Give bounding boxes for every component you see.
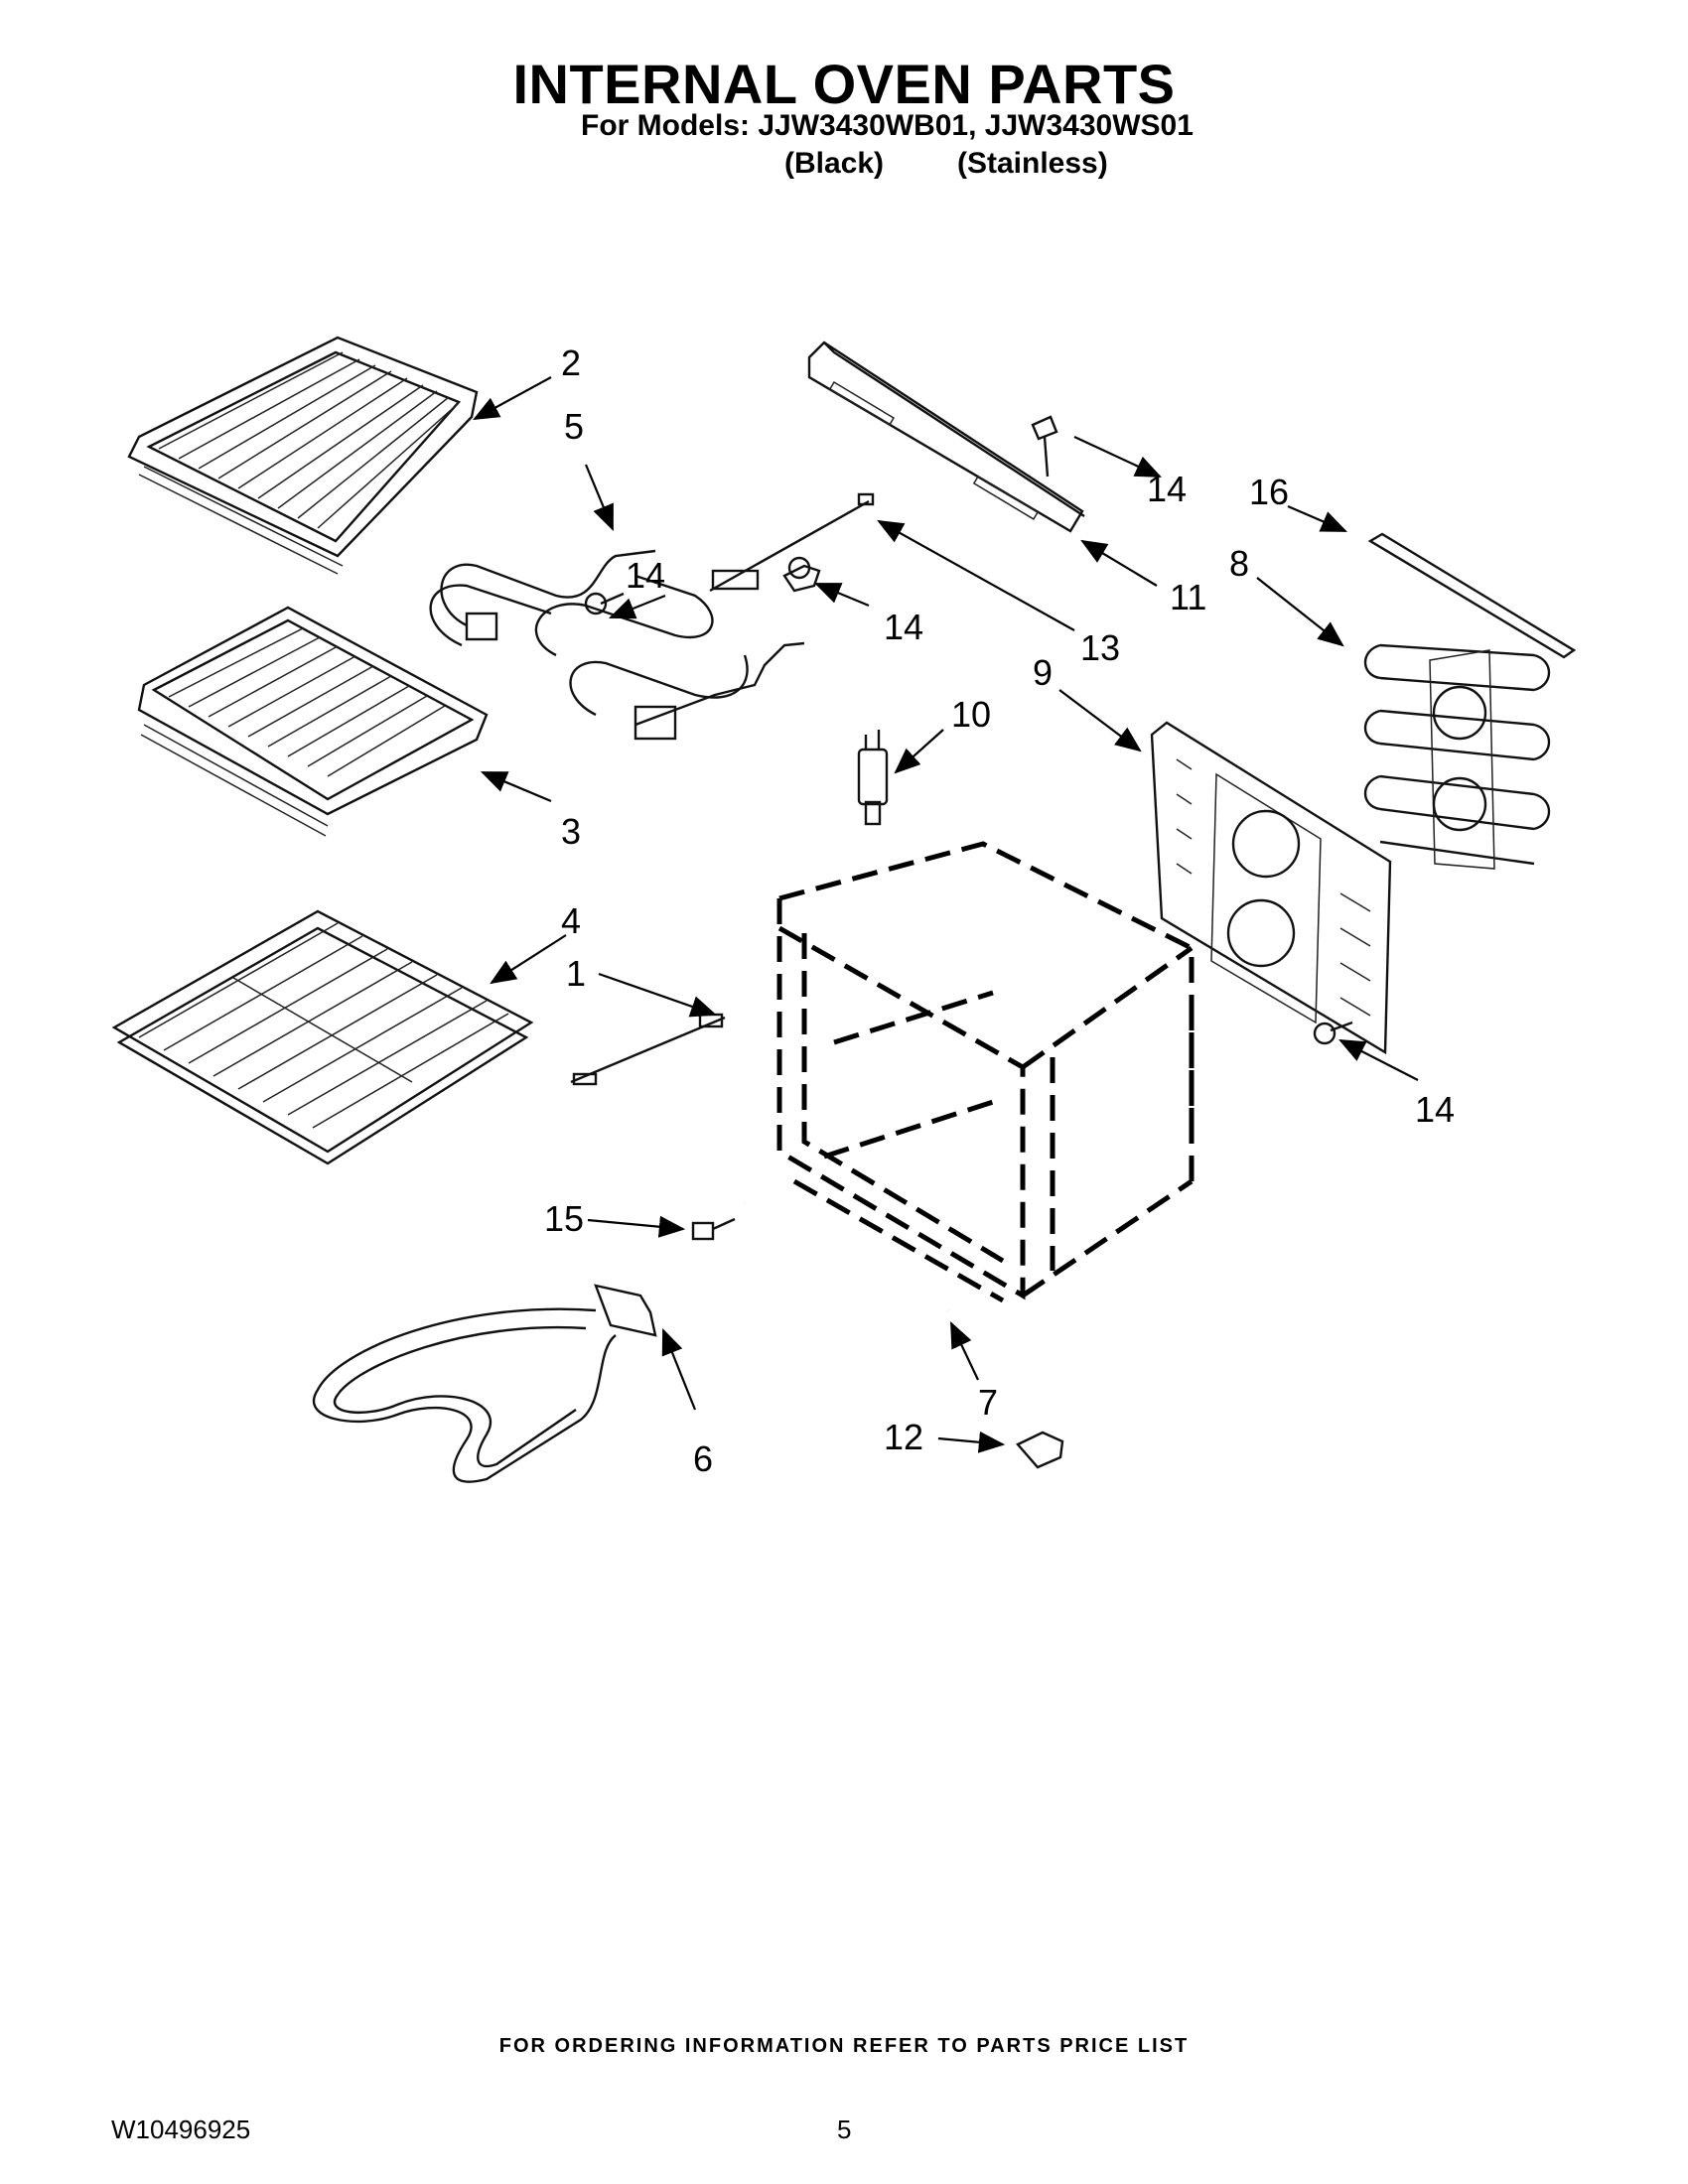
- oven-rack-part-3: [137, 606, 489, 837]
- callout-3: 3: [561, 811, 581, 852]
- callout-12: 12: [884, 1417, 923, 1457]
- callout-4: 4: [561, 900, 581, 941]
- broil-element-part-5: [429, 549, 805, 741]
- temperature-sensor-part-13: [709, 492, 875, 593]
- variant-stainless-label: (Stainless): [957, 147, 1108, 180]
- screw-part-14a: [1031, 415, 1058, 478]
- screw-part-14b: [584, 592, 625, 615]
- callout-6: 6: [693, 1438, 713, 1479]
- callout-11: 11: [1170, 577, 1206, 617]
- callout-2: 2: [561, 342, 581, 383]
- heat-shield-strip-part-16: [1367, 532, 1577, 659]
- document-number: W10496925: [111, 2115, 251, 2144]
- page-title: INTERNAL OVEN PARTS: [512, 53, 1176, 115]
- page-number: 5: [837, 2115, 852, 2144]
- callout-16: 16: [1249, 472, 1289, 512]
- callout-9: 9: [1033, 652, 1053, 693]
- bracket-part-11: [807, 341, 1085, 533]
- callout-13: 13: [1080, 627, 1120, 668]
- callout-15: 15: [544, 1198, 584, 1239]
- callout-5: 5: [564, 406, 584, 447]
- models-line: For Models: JJW3430WB01, JJW3430WS01: [581, 109, 1194, 142]
- leader-lines: [473, 376, 1419, 1453]
- exploded-parts-diagram: 2 5 14 14 16 8 11 14 13 9 10 3 4 1 14 15…: [111, 336, 1577, 1483]
- ordering-note: FOR ORDERING INFORMATION REFER TO PARTS …: [498, 2035, 1190, 2057]
- probe-wire-part-1: [570, 1013, 726, 1086]
- variant-black-label: (Black): [784, 147, 885, 180]
- thermal-sensor-part-10: [857, 730, 889, 826]
- screw-part-14d: [1313, 1021, 1353, 1045]
- convection-fan-cover-part-9: [1150, 721, 1392, 1055]
- callout-labels: 2 5 14 14 16 8 11 14 13 9 10 3 4 1 14 15…: [544, 342, 1455, 1479]
- bake-element-part-6: [313, 1284, 657, 1483]
- oven-rack-part-4: [111, 909, 534, 1165]
- callout-14-bracket: 14: [1147, 469, 1187, 509]
- callout-14-fan: 14: [1415, 1089, 1455, 1130]
- gasket-tube-part-7: [743, 1199, 950, 1314]
- callout-14-broil: 14: [626, 555, 665, 596]
- convection-element-part-8: [1363, 643, 1551, 870]
- screw-part-14c: [787, 556, 811, 580]
- callout-8: 8: [1229, 543, 1249, 584]
- oven-rack-part-2: [127, 336, 479, 575]
- plug-part-15: [691, 1217, 736, 1241]
- callout-7: 7: [978, 1382, 998, 1423]
- callout-14-sensor: 14: [884, 607, 923, 647]
- callout-10: 10: [951, 694, 991, 735]
- clip-part-12: [1016, 1431, 1064, 1469]
- oven-cavity-outline: [776, 841, 1195, 1303]
- callout-1: 1: [566, 953, 586, 994]
